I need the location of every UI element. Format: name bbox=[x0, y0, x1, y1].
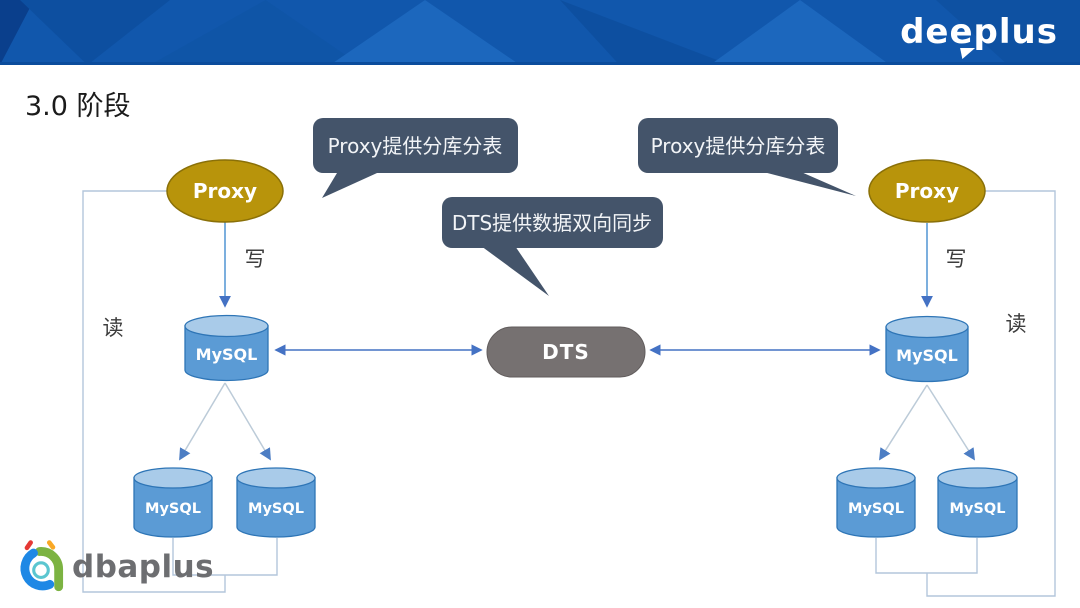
callout-proxy-left-text: Proxy提供分库分表 bbox=[328, 134, 503, 158]
callout-proxy-left: Proxy提供分库分表 bbox=[313, 118, 518, 198]
callout-proxy-right-text: Proxy提供分库分表 bbox=[651, 134, 826, 158]
banner-shape bbox=[20, 0, 170, 62]
mysql-shard-left-a: MySQL bbox=[133, 467, 213, 538]
read-label-right: 读 bbox=[1006, 312, 1027, 336]
deeplus-logo-bubble-tail bbox=[960, 48, 976, 59]
mysql-shard-left-a-label: MySQL bbox=[145, 501, 201, 517]
read-path-left bbox=[82, 190, 278, 593]
banner-shape bbox=[710, 0, 890, 62]
page-title: 3.0 阶段 bbox=[25, 91, 131, 122]
banner-shape bbox=[0, 0, 34, 62]
read-label-left: 读 bbox=[103, 316, 124, 340]
proxy-node-left: Proxy bbox=[166, 159, 284, 223]
mysql-shard-left-b-label: MySQL bbox=[248, 501, 304, 517]
callout-dts: DTS提供数据双向同步 bbox=[442, 197, 663, 296]
dts-node: DTS bbox=[486, 326, 646, 378]
mysql-shard-right-b-label: MySQL bbox=[950, 501, 1006, 517]
callout-proxy-right: Proxy提供分库分表 bbox=[638, 118, 856, 196]
mysql-primary-left-label: MySQL bbox=[196, 345, 258, 364]
deeplus-logo: deeplus bbox=[900, 12, 1058, 59]
proxy-left-label: Proxy bbox=[193, 179, 257, 203]
banner-shape bbox=[330, 0, 520, 62]
read-path-right bbox=[875, 190, 1056, 597]
shard-arrows-left bbox=[179, 382, 271, 461]
mysql-shard-right-a: MySQL bbox=[836, 467, 916, 538]
dts-label: DTS bbox=[542, 340, 590, 364]
mysql-shard-right-b: MySQL bbox=[937, 467, 1018, 538]
mysql-shard-left-b: MySQL bbox=[236, 467, 316, 538]
mysql-primary-left: MySQL bbox=[184, 314, 269, 382]
dbaplus-icon bbox=[20, 540, 64, 592]
shard-arrows-right bbox=[879, 384, 975, 461]
dbaplus-logo-text: dbaplus bbox=[72, 549, 215, 585]
mysql-primary-right-label: MySQL bbox=[896, 346, 958, 365]
mysql-shard-right-a-label: MySQL bbox=[848, 501, 904, 517]
write-label-left: 写 bbox=[245, 247, 266, 271]
mysql-primary-right: MySQL bbox=[885, 315, 969, 383]
proxy-node-right: Proxy bbox=[868, 159, 986, 223]
proxy-right-label: Proxy bbox=[895, 179, 959, 203]
write-label-right: 写 bbox=[946, 247, 967, 271]
dbaplus-logo: dbaplus bbox=[14, 540, 214, 594]
header-banner bbox=[0, 0, 1080, 65]
banner-shape bbox=[560, 0, 730, 62]
deeplus-logo-text: deeplus bbox=[900, 12, 1058, 52]
callout-dts-text: DTS提供数据双向同步 bbox=[452, 211, 652, 235]
banner-shape bbox=[150, 0, 360, 62]
